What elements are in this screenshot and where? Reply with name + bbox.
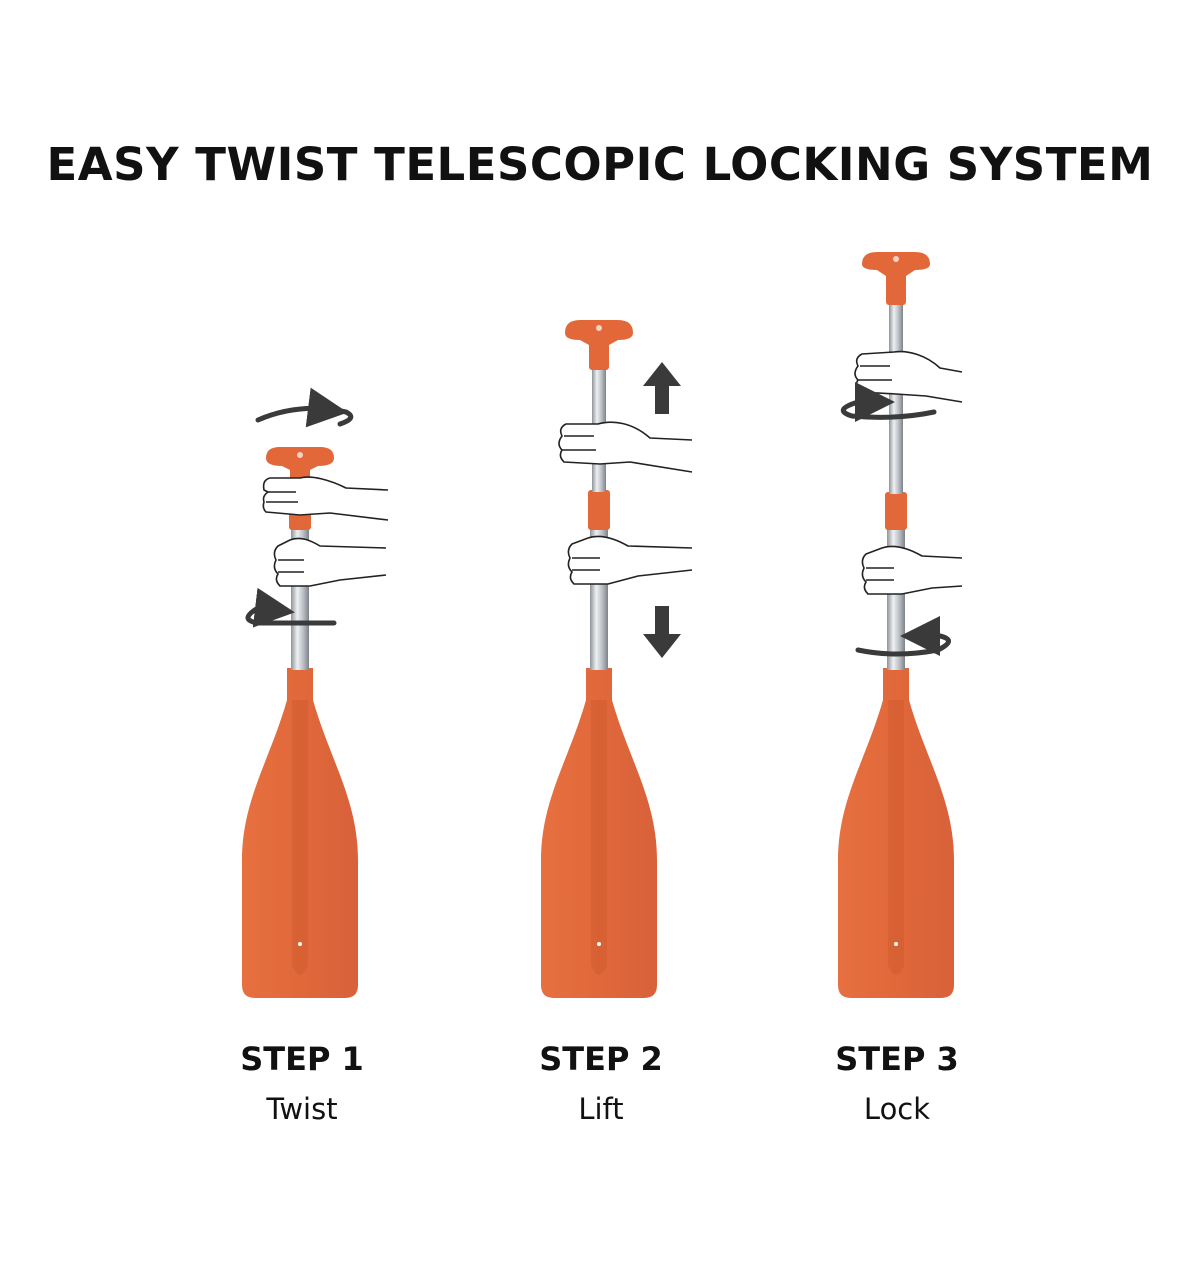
step2-action: Lift	[578, 1092, 624, 1126]
step2-hand-icon	[558, 421, 693, 473]
paddle-grip	[266, 447, 334, 490]
step1-paddle-icon	[242, 447, 358, 998]
step2-hand-icon	[567, 535, 693, 585]
step2-paddle-icon	[541, 320, 657, 998]
step3-hand-icon	[861, 545, 963, 595]
step3-paddle-icon	[838, 252, 954, 998]
step1-rotate-arrow-icon	[245, 587, 337, 628]
paddle-blade	[838, 668, 954, 998]
step2-number: STEP 2	[539, 1040, 663, 1078]
paddle-shaft-upper	[889, 300, 903, 494]
page-title: EASY TWIST TELESCOPIC LOCKING SYSTEM	[46, 138, 1154, 191]
step2-down-arrow-icon	[643, 606, 681, 658]
step1-rotate-arrow-icon	[255, 387, 354, 428]
step3-number: STEP 3	[835, 1040, 959, 1078]
step1-hand-icon	[262, 476, 389, 521]
step1-action: Twist	[266, 1092, 338, 1126]
step1-hand-icon	[273, 537, 387, 587]
step1-number: STEP 1	[240, 1040, 364, 1078]
paddle-grip	[565, 320, 633, 350]
step2-up-arrow-icon	[643, 362, 681, 414]
paddle-blade	[541, 668, 657, 998]
step3-action: Lock	[863, 1092, 931, 1126]
paddle-blade	[242, 668, 358, 998]
step3-hand-icon	[854, 350, 963, 403]
paddle-grip	[862, 252, 930, 280]
step3-rotate-arrow-icon	[840, 382, 937, 422]
step3-rotate-arrow-icon	[855, 616, 951, 657]
